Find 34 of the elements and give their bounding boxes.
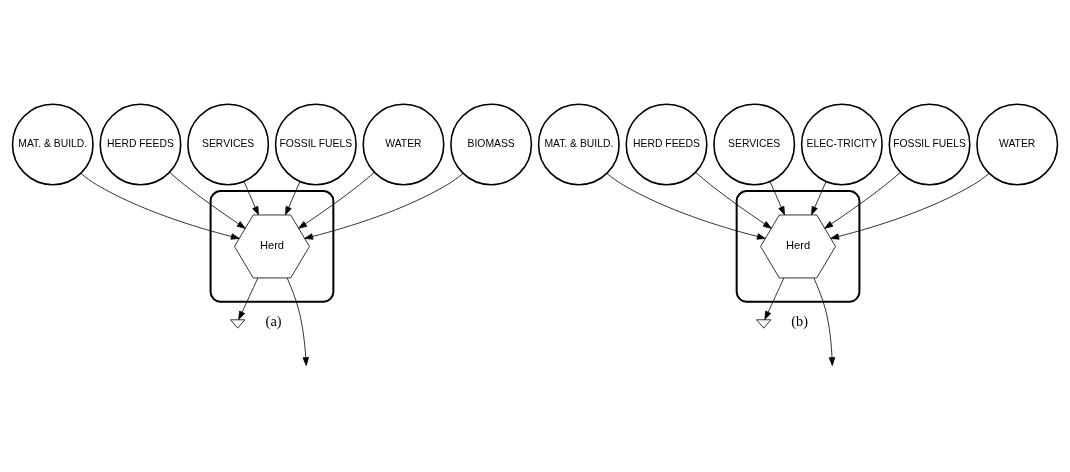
- label: (b): [791, 312, 808, 329]
- arrow: [813, 277, 836, 366]
- arrow: [243, 180, 259, 215]
- arrow: [285, 180, 301, 215]
- arrow: [769, 180, 785, 215]
- arrow: [286, 277, 309, 366]
- arrow: [238, 277, 259, 320]
- arrow: [606, 172, 766, 240]
- node-circle: HERD FEEDS: [99, 102, 182, 185]
- node-circle: MAT. & BUILD.: [11, 102, 94, 185]
- arrow: [764, 277, 785, 320]
- node-circle: FOSSIL FUELS: [888, 102, 971, 185]
- arrow: [298, 171, 375, 229]
- node-circle: BIOMASS: [450, 102, 533, 185]
- node-circle: MAT. & BUILD.: [537, 102, 620, 185]
- arrow: [811, 180, 827, 215]
- node-ground: [756, 318, 772, 329]
- label: (a): [265, 312, 282, 329]
- arrow: [830, 172, 990, 240]
- arrow: [80, 172, 240, 240]
- node-circle: FOSSIL FUELS: [274, 102, 357, 185]
- cluster: [735, 189, 861, 303]
- node-ground: [230, 318, 246, 329]
- node-circle: ELEC-TRICITY: [800, 102, 883, 185]
- node-circle: SERVICES: [187, 102, 270, 185]
- node-circle: WATER: [976, 102, 1059, 185]
- node-circle: WATER: [362, 102, 445, 185]
- arrow: [304, 172, 464, 240]
- node-circle: HERD FEEDS: [625, 102, 708, 185]
- arrow: [695, 171, 772, 229]
- arrow: [169, 171, 246, 229]
- node-circle: SERVICES: [713, 102, 796, 185]
- arrow: [824, 171, 901, 229]
- cluster: [209, 189, 335, 303]
